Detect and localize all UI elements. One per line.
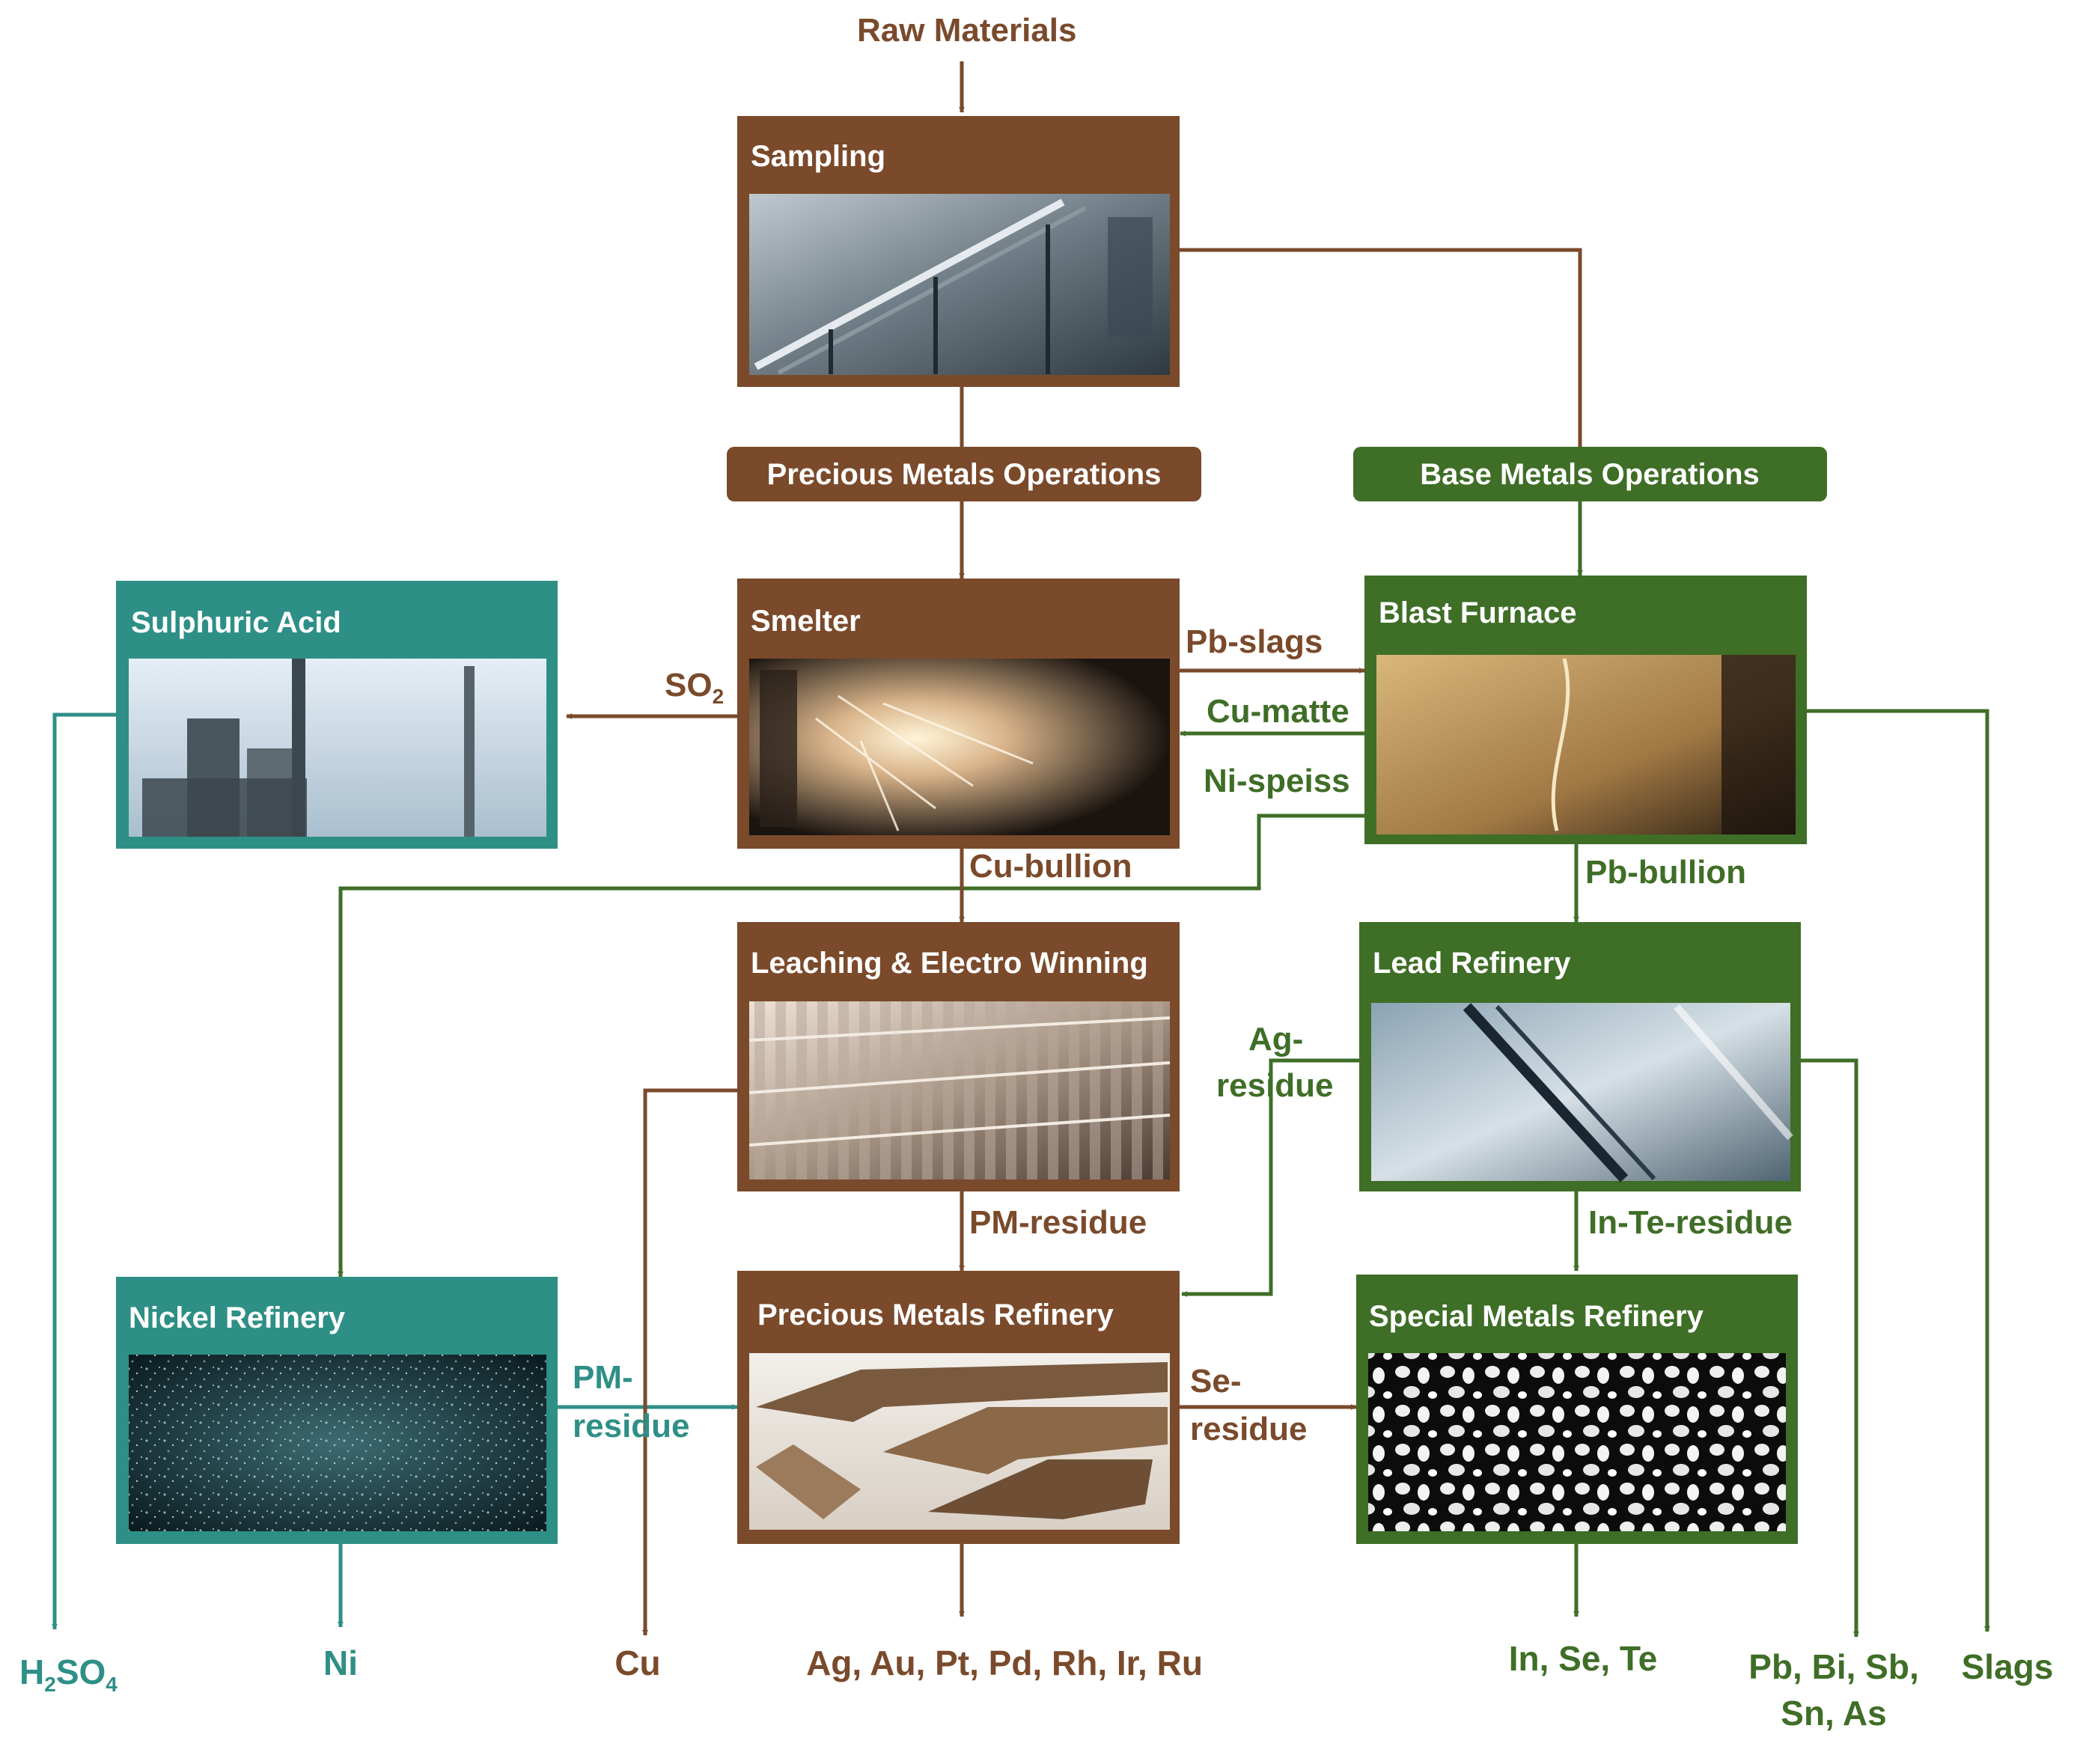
- precious-operations-band: Precious Metals Operations: [727, 447, 1201, 501]
- pb-bullion-label: Pb-bullion: [1585, 854, 1746, 891]
- arrow-to-h2so4: [52, 712, 116, 1630]
- ag-residue-label-line2: residue: [1216, 1067, 1334, 1104]
- so2-label: SO2: [665, 667, 724, 708]
- sampling-box: Sampling: [737, 116, 1180, 387]
- base-operations-band: Base Metals Operations: [1353, 447, 1827, 501]
- ni-output: Ni: [323, 1644, 358, 1682]
- ni-speiss-label: Ni-speiss: [1204, 763, 1350, 799]
- nickel-powder-photo: [129, 1355, 546, 1531]
- base-metals-output-line1: Pb, Bi, Sb,: [1748, 1647, 1918, 1686]
- sampling-title: Sampling: [751, 140, 885, 173]
- base-operations-label: Base Metals Operations: [1420, 458, 1760, 491]
- special-refinery-title: Special Metals Refinery: [1369, 1300, 1704, 1333]
- nickel-refinery-box: Nickel Refinery: [116, 1277, 558, 1544]
- smelter-title: Smelter: [751, 605, 861, 638]
- special-metals-output: In, Se, Te: [1509, 1639, 1658, 1678]
- arrow-ni-speiss: [338, 814, 1364, 1278]
- furnace-melt-photo: [1376, 655, 1796, 834]
- leaching-title: Leaching & Electro Winning: [751, 947, 1148, 980]
- acid-plant-photo: [129, 659, 546, 837]
- cu-output: Cu: [614, 1644, 660, 1682]
- precious-metals-output: Ag, Au, Pt, Pd, Rh, Ir, Ru: [806, 1644, 1203, 1682]
- special-refinery-box: Special Metals Refinery: [1356, 1275, 1798, 1544]
- arrow-ag-residue: [1181, 1058, 1359, 1297]
- granules-photo: [1368, 1353, 1786, 1531]
- raw-materials-label: Raw Materials: [857, 12, 1076, 49]
- ag-residue-label-line1: Ag-: [1248, 1021, 1303, 1058]
- molten-metal-photo: [749, 659, 1170, 835]
- pm-refinery-title: Precious Metals Refinery: [757, 1298, 1114, 1331]
- pb-slags-label: Pb-slags: [1186, 623, 1323, 660]
- blast-furnace-title: Blast Furnace: [1379, 596, 1577, 629]
- metal-bars-photo: [749, 1353, 1170, 1530]
- pm-refinery-box: Precious Metals Refinery: [737, 1271, 1180, 1544]
- cu-matte-label: Cu-matte: [1207, 693, 1349, 730]
- pm-residue-label: PM-residue: [969, 1204, 1147, 1241]
- h2so4-output: H2SO4: [19, 1652, 118, 1696]
- arrow-to-slags: [1807, 709, 1990, 1632]
- blast-furnace-box: Blast Furnace: [1364, 576, 1807, 844]
- nickel-refinery-title: Nickel Refinery: [129, 1301, 346, 1334]
- smelter-box: Smelter: [737, 579, 1180, 849]
- conveyor-photo: [749, 194, 1170, 375]
- arrow-sampling-to-base-band: [1180, 248, 1582, 447]
- in-te-residue-label: In-Te-residue: [1588, 1204, 1793, 1241]
- leaching-box: Leaching & Electro Winning: [737, 922, 1180, 1191]
- arrow-to-base-outputs: [1801, 1058, 1859, 1638]
- nickel-pm-residue-label-line1: PM-: [573, 1359, 633, 1396]
- flow-connectors: [52, 61, 1990, 1638]
- se-residue-label-line1: Se-: [1190, 1363, 1241, 1400]
- cathode-tankhouse-photo: [748, 1001, 1171, 1179]
- sulphuric-acid-box: Sulphuric Acid: [116, 581, 558, 849]
- precious-operations-label: Precious Metals Operations: [767, 458, 1162, 491]
- lead-refinery-title: Lead Refinery: [1373, 947, 1571, 980]
- lead-refining-photo: [1371, 1003, 1793, 1182]
- cu-bullion-label: Cu-bullion: [969, 848, 1132, 885]
- arrow-to-cu: [642, 1088, 737, 1636]
- sulphuric-acid-title: Sulphuric Acid: [131, 606, 341, 639]
- slags-output: Slags: [1962, 1647, 2054, 1686]
- lead-refinery-box: Lead Refinery: [1359, 922, 1801, 1191]
- se-residue-label-line2: residue: [1190, 1411, 1308, 1447]
- nickel-pm-residue-label-line2: residue: [573, 1408, 690, 1444]
- base-metals-output-line2: Sn, As: [1781, 1694, 1886, 1733]
